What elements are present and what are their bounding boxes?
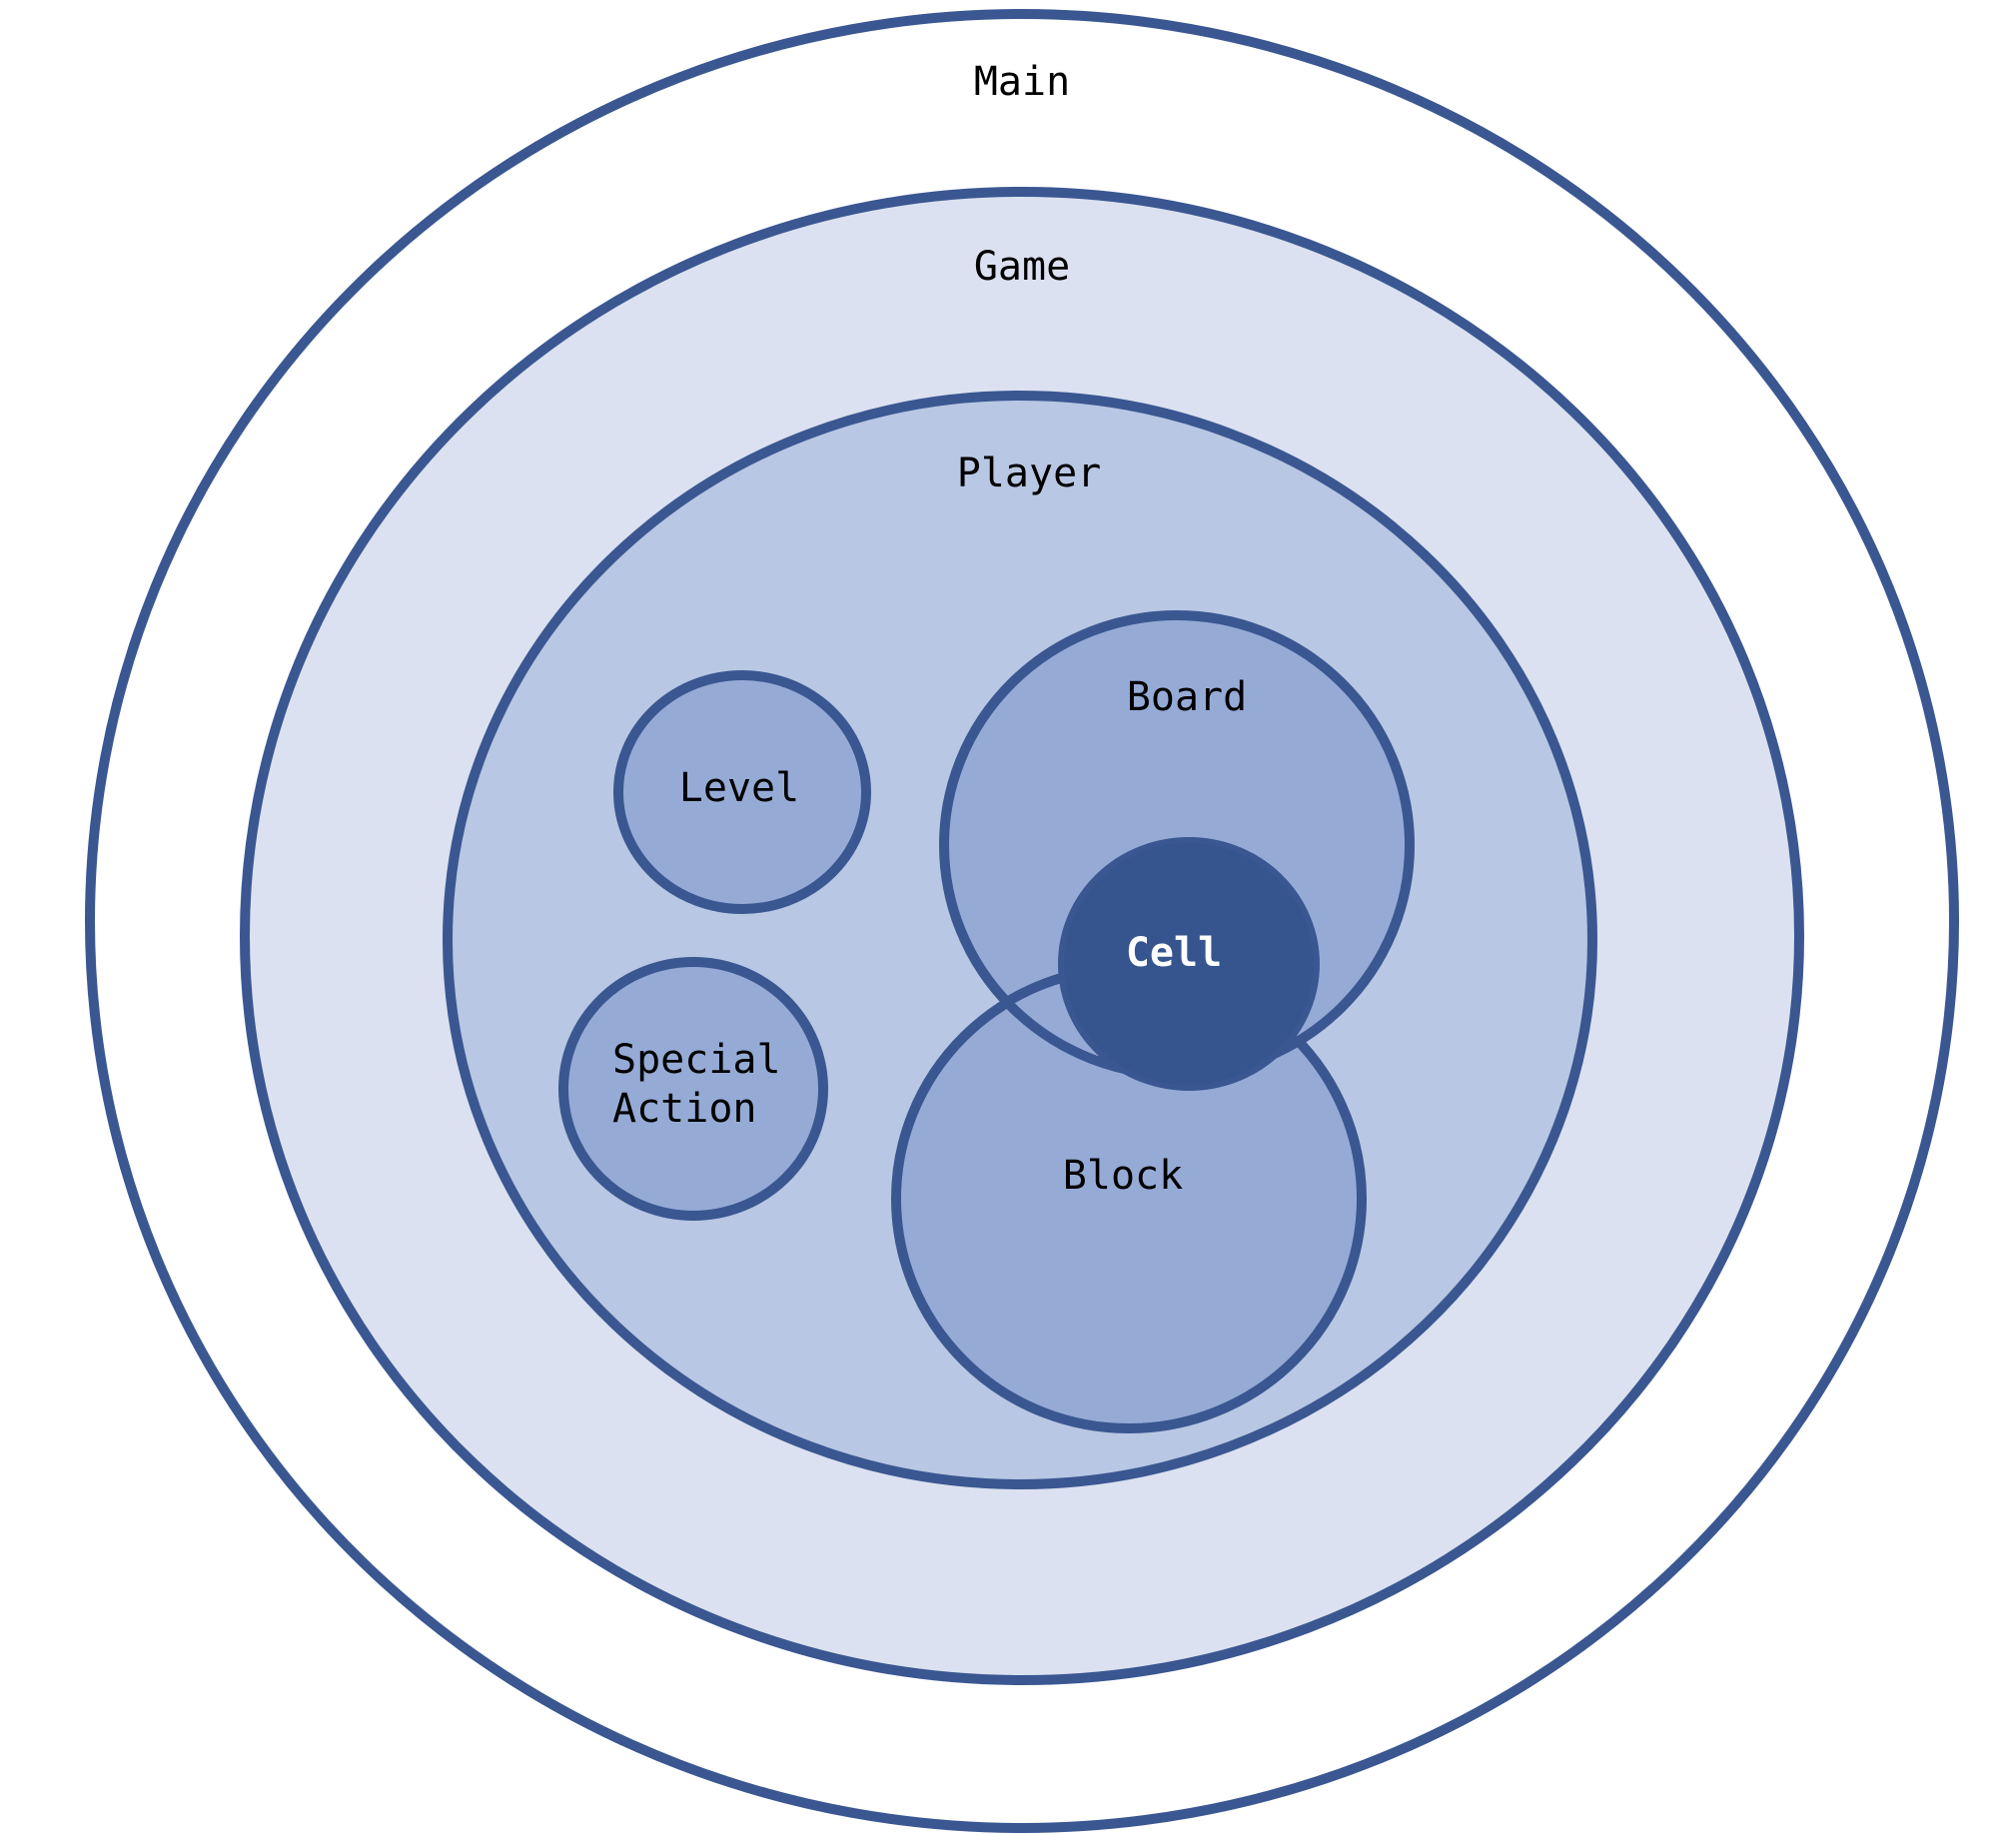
cell-circle xyxy=(1058,837,1320,1091)
board-label: Board xyxy=(1127,674,1247,720)
special-action-circle xyxy=(558,957,828,1221)
special-action-label: Special xyxy=(612,1037,781,1083)
cell-label: Cell xyxy=(1126,930,1222,976)
level-circle xyxy=(613,670,871,914)
main-label: Main xyxy=(974,59,1070,105)
special-action-label-line2: Action xyxy=(612,1086,757,1132)
player-label: Player xyxy=(957,451,1102,496)
level-label: Level xyxy=(679,765,799,811)
game-label: Game xyxy=(974,244,1070,290)
block-label: Block xyxy=(1063,1153,1183,1199)
